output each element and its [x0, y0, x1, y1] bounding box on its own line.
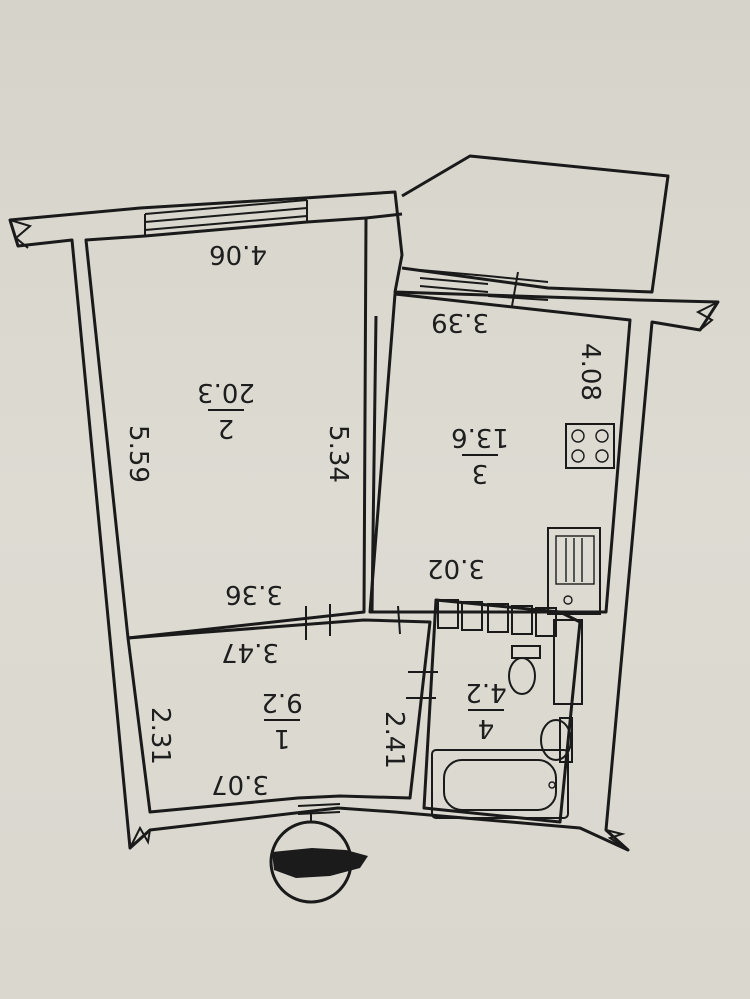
- outer-wall: [8, 190, 720, 852]
- dim-room2-bottom: 3.36: [225, 579, 283, 609]
- room-1-label: 1 9.2: [261, 687, 302, 753]
- room-1-outline: [126, 618, 432, 814]
- bathtub-icon: [431, 749, 569, 819]
- cabinet-side: [553, 619, 583, 705]
- room-3-area: 13.6: [451, 422, 509, 452]
- entrance-marker: [269, 812, 368, 904]
- room-4-number: 4: [478, 713, 495, 743]
- toilet-icon: [508, 645, 541, 695]
- dim-room3-right: 4.08: [575, 343, 605, 401]
- washbasin-icon: [540, 717, 573, 763]
- dim-room2-right: 5.34: [323, 425, 353, 483]
- window-room-2: [144, 199, 308, 236]
- redacted-blot: [272, 848, 368, 878]
- room-2-label: 2 20.3: [197, 377, 255, 443]
- wall-break-bottom: [129, 825, 151, 849]
- room-2-number: 2: [218, 413, 235, 443]
- room-3-outline: [368, 292, 632, 614]
- dim-room1-left: 2.31: [145, 707, 175, 765]
- kitchen-sink-icon: [547, 527, 601, 615]
- wall-segment: [365, 212, 403, 220]
- dim-room2-top: 4.06: [209, 239, 267, 269]
- wall-break-right: [695, 301, 719, 331]
- kitchen-cabinets: [437, 599, 557, 637]
- room-2-area: 20.3: [197, 377, 255, 407]
- dim-room1-top: 3.47: [221, 637, 279, 667]
- balcony-door: [419, 269, 549, 307]
- room-4-outline: [422, 598, 582, 824]
- stove-icon: [565, 423, 615, 469]
- wall-break-bottom-right: [605, 829, 629, 851]
- wall-break-left: [9, 219, 33, 249]
- room-3-label: 3 13.6: [451, 422, 509, 488]
- room-1-area: 9.2: [261, 687, 302, 717]
- room-4-label: 4 4.2: [465, 677, 506, 743]
- dim-room3-bottom: 3.02: [427, 553, 485, 583]
- room-3-number: 3: [472, 458, 489, 488]
- dim-room3-top: 3.39: [431, 307, 489, 337]
- room-4-area: 4.2: [465, 677, 506, 707]
- balcony-outline: [401, 154, 670, 294]
- room-1-number: 1: [274, 723, 291, 753]
- dim-room1-bottom: 3.07: [211, 769, 269, 799]
- dim-room1-right: 2.41: [379, 711, 409, 769]
- dim-room2-left: 5.59: [123, 425, 153, 483]
- window-room-1: [297, 795, 341, 815]
